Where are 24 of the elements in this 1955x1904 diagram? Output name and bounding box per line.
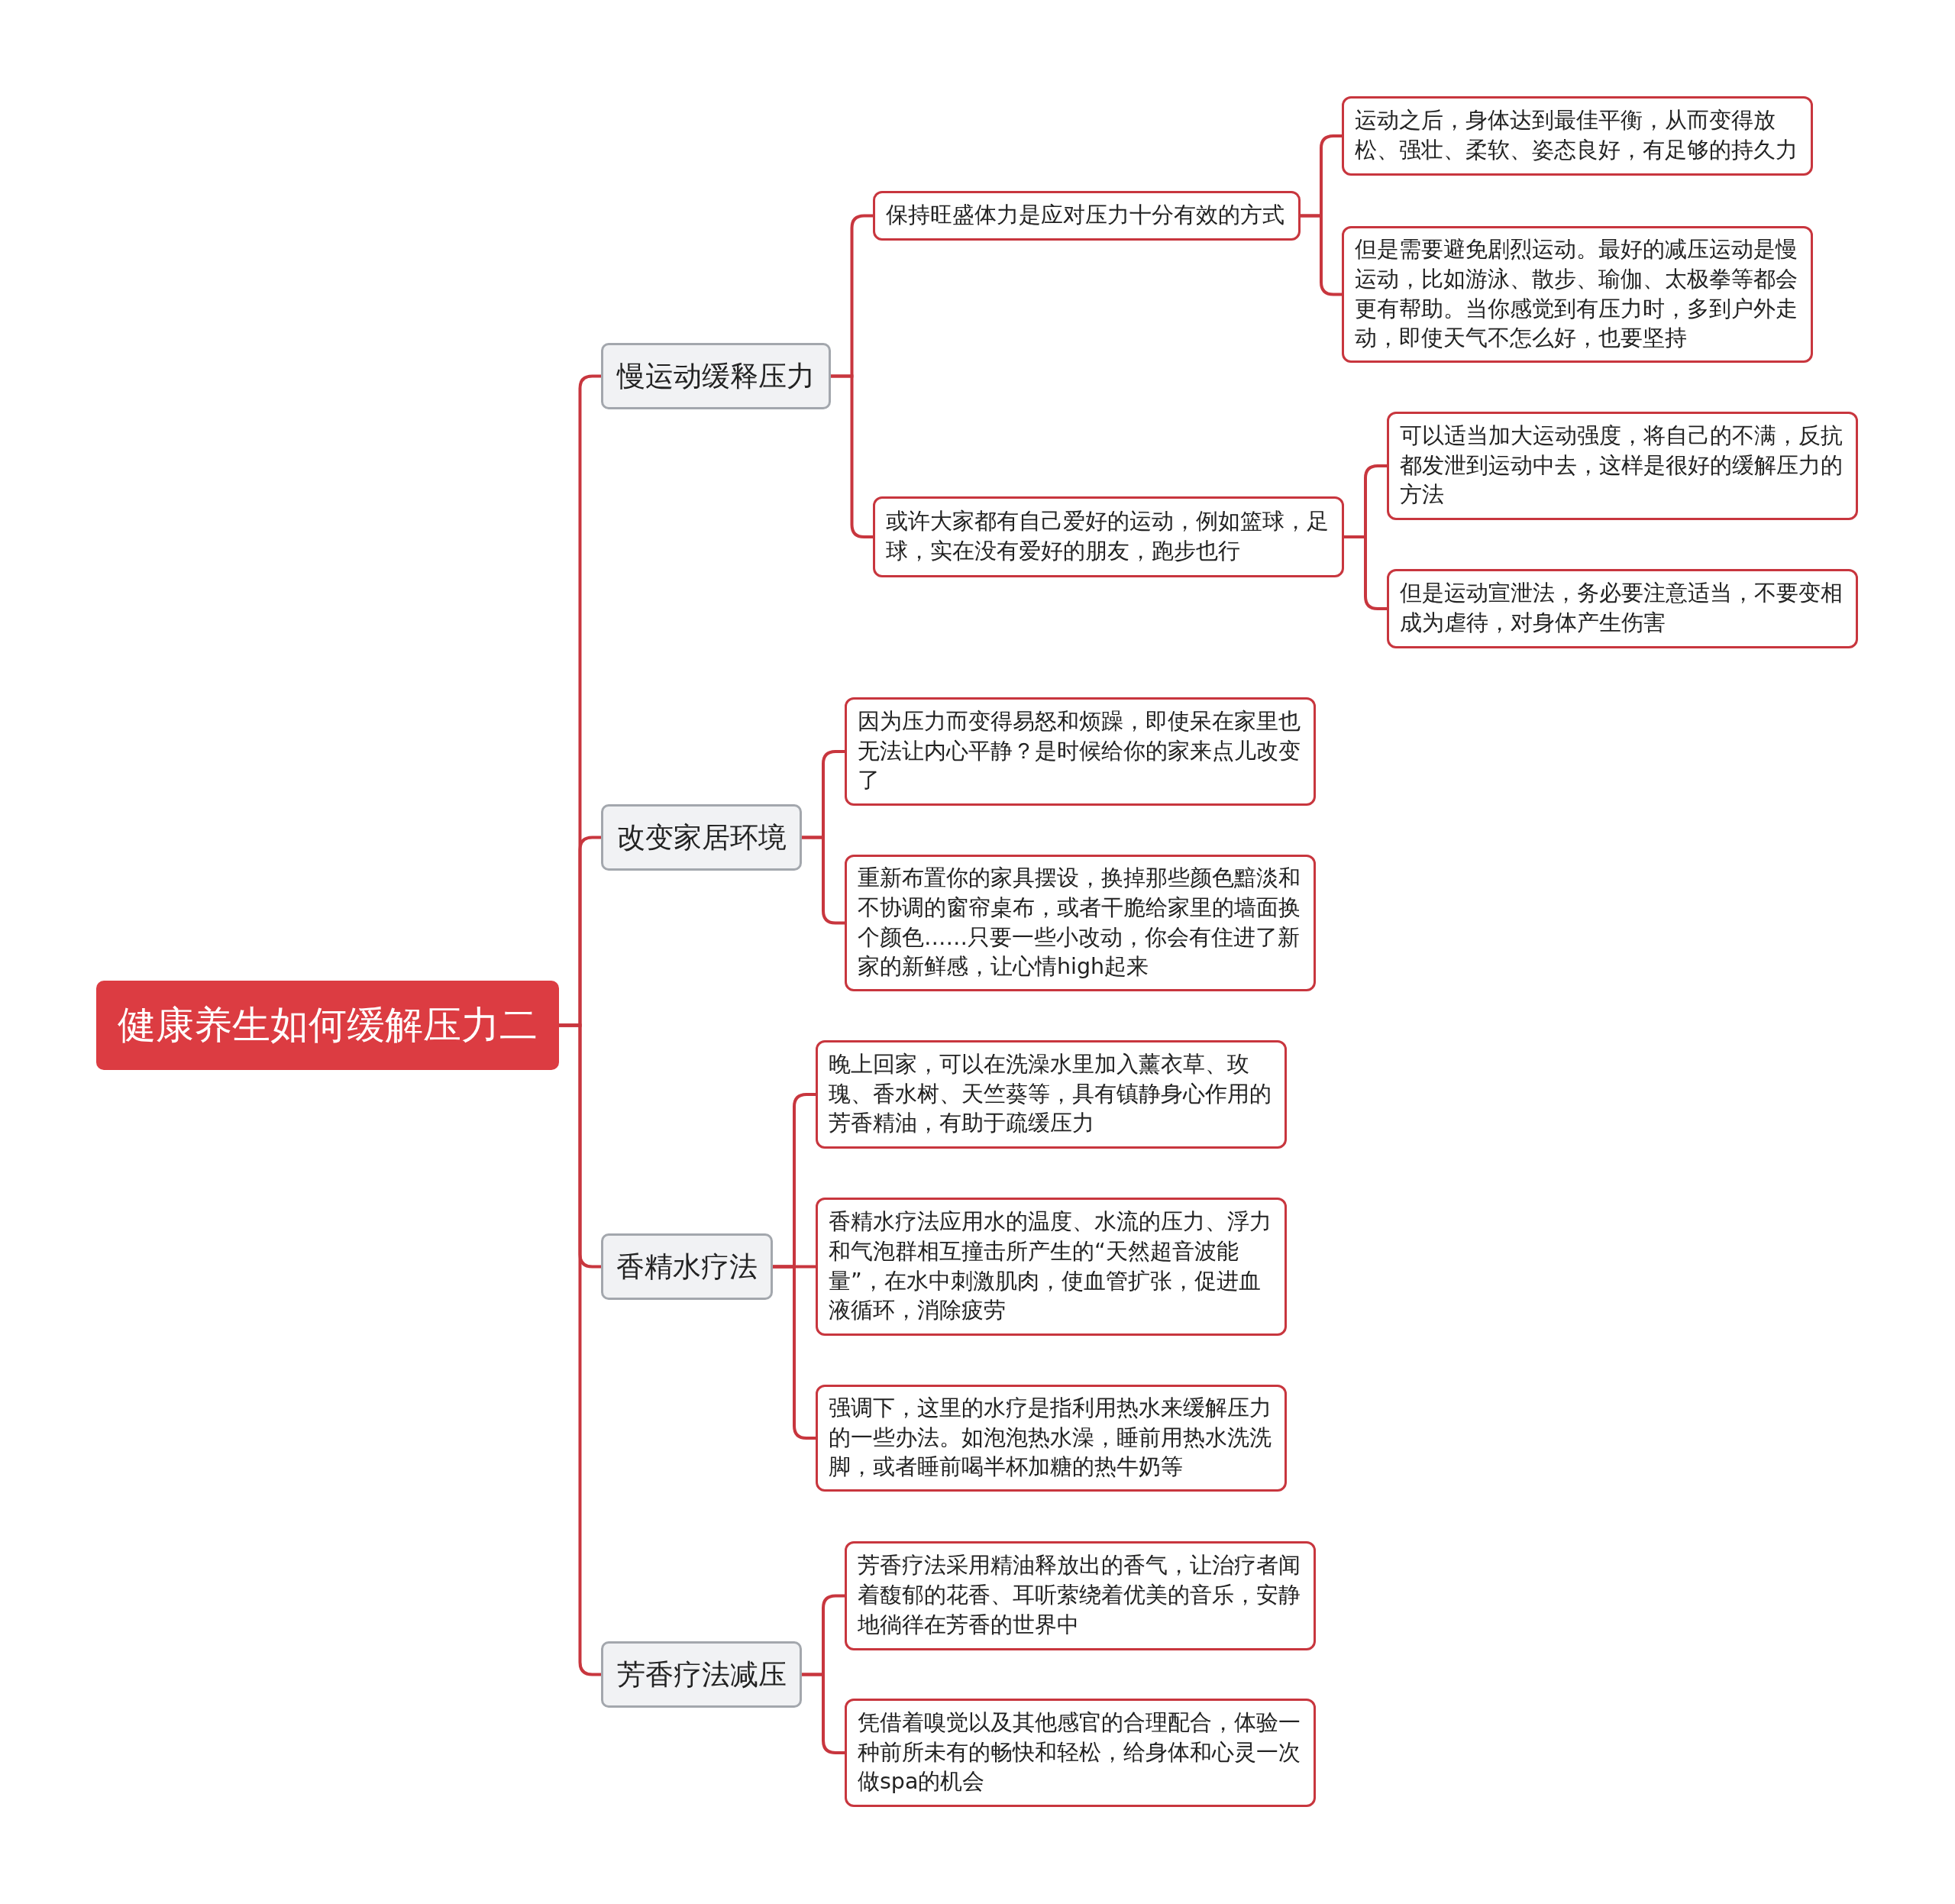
connector-line <box>1344 535 1387 610</box>
subtopic-box: 或许大家都有自己爱好的运动，例如篮球，足球，实在没有爱好的朋友，跑步也行 <box>873 496 1344 577</box>
topic-box: 芳香疗法减压 <box>601 1641 802 1708</box>
connector-line <box>802 1673 845 1754</box>
connector-line <box>1301 214 1342 296</box>
connector-line <box>802 836 845 925</box>
text-box: 芳香疗法采用精油释放出的香气，让治疗者闻着馥郁的花香、耳听萦绕着优美的音乐，安静地徜徉在芳香的世界中 <box>845 1541 1316 1650</box>
topic-box: 香精水疗法 <box>601 1233 773 1300</box>
text-box: 香精水疗法应用水的温度、水流的压力、浮力和气泡群相互撞击所产生的“天然超音波能量”，在水中刺激肌肉，使血管扩张，促进血液循环，消除疲劳 <box>816 1198 1287 1336</box>
text-box: 晚上回家，可以在洗澡水里加入薰衣草、玫瑰、香水树、天竺葵等，具有镇静身心作用的芳香精油，有助于疏缓压力 <box>816 1040 1287 1149</box>
topic-box: 慢运动缓释压力 <box>601 343 831 409</box>
text-box: 但是运动宣泄法，务必要注意适当，不要变相成为虐待，对身体产生伤害 <box>1387 569 1858 648</box>
text-box: 强调下，这里的水疗是指利用热水来缓解压力的一些办法。如泡泡热水澡，睡前用热水洗洗脚，或者睡前喝半杯加糖的热牛奶等 <box>816 1385 1287 1492</box>
connector-line <box>831 374 873 538</box>
text-box: 重新布置你的家具摆设，换掉那些颜色黯淡和不协调的窗帘桌布，或者干脆给家里的墙面换个颜色……只要一些小改动，你会有住进了新家的新鲜感，让心情high起来 <box>845 855 1316 991</box>
text-box: 凭借着嗅觉以及其他感官的合理配合，体验一种前所未有的畅快和轻松，给身体和心灵一次做spa的机会 <box>845 1699 1316 1807</box>
connector-line <box>773 1265 816 1440</box>
text-box: 但是需要避免剧烈运动。最好的减压运动是慢运动，比如游泳、散步、瑜伽、太极拳等都会更有帮助。当你感觉到有压力时，多到户外走动，即使天气不怎么好，也要坚持 <box>1342 226 1813 363</box>
central-topic-box: 健康养生如何缓解压力二 <box>96 981 559 1070</box>
text-box: 可以适当加大运动强度，将自己的不满，反抗都发泄到运动中去，这样是很好的缓解压力的方法 <box>1387 412 1858 520</box>
text-box: 运动之后，身体达到最佳平衡，从而变得放松、强壮、柔软、姿态良好，有足够的持久力 <box>1342 96 1813 176</box>
topic-box: 改变家居环境 <box>601 804 802 871</box>
text-box: 因为压力而变得易怒和烦躁，即使呆在家里也无法让内心平静？是时候给你的家来点儿改变了 <box>845 697 1316 806</box>
subtopic-box: 保持旺盛体力是应对压力十分有效的方式 <box>873 191 1301 241</box>
